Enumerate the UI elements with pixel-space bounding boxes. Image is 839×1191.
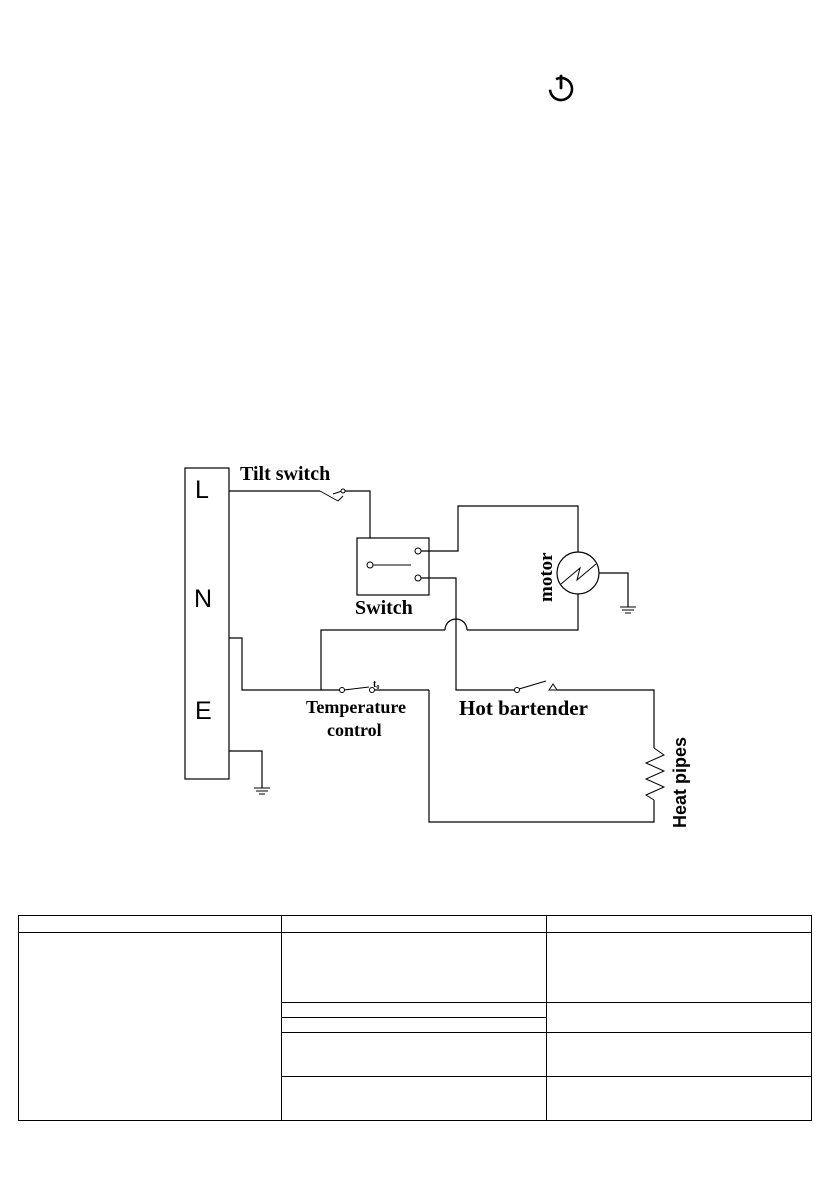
temperature-control-label-line2: control	[327, 720, 382, 740]
switch-lower-wire	[421, 577, 515, 691]
table-row	[19, 1076, 812, 1121]
table-header-row	[18, 915, 812, 933]
table-row	[18, 932, 812, 1121]
table-cell	[281, 932, 547, 1003]
power-icon	[548, 74, 574, 102]
terminal-e-label: E	[195, 697, 212, 725]
hot-bartender-wire	[557, 689, 655, 748]
table-cell	[546, 932, 812, 1003]
table-header-cell	[18, 915, 282, 933]
hot-bartender-label: Hot bartender	[459, 696, 588, 720]
table-header-cell	[546, 915, 812, 933]
temperature-symbol-label: t₀	[373, 679, 379, 690]
table-cell	[18, 932, 282, 1121]
tilt-switch-label: Tilt switch	[240, 463, 330, 485]
table-cell	[281, 1002, 547, 1018]
terminal-block	[184, 467, 230, 780]
table-cell	[546, 1032, 812, 1077]
hot-bartender-switch-symbol	[514, 680, 558, 693]
table-cell	[281, 1076, 547, 1121]
heat-pipes-symbol	[644, 747, 666, 801]
table-row	[19, 1032, 812, 1077]
motor-ground-wire	[599, 572, 629, 607]
n-wire	[229, 637, 340, 691]
table-cell	[546, 1076, 812, 1121]
motor-symbol	[556, 551, 600, 595]
motor-ground-symbol	[620, 606, 636, 614]
heat-pipes-label: Heat pipes	[670, 737, 690, 828]
wiring-diagram: L N E Tilt switch Switch motor Hot barte…	[184, 463, 690, 828]
temperature-control-symbol	[339, 686, 375, 693]
terminal-l-label: L	[195, 476, 209, 504]
tilt-switch-symbol	[319, 488, 346, 502]
table-header-cell	[281, 915, 547, 933]
motor-label: motor	[536, 552, 557, 602]
spec-table	[18, 915, 812, 1121]
heat-pipes-return-wire	[428, 690, 655, 823]
table-cell	[546, 1002, 812, 1033]
earth-ground-symbol	[254, 787, 270, 795]
switch-label: Switch	[355, 597, 413, 619]
motor-return-wire	[467, 594, 579, 631]
table-cell	[281, 1017, 547, 1033]
switch-to-motor-wire	[421, 505, 579, 552]
n-bus-wire	[320, 629, 445, 690]
e-wire	[229, 750, 263, 788]
temperature-control-label-line1: Temperature	[306, 697, 406, 717]
terminal-n-label: N	[194, 585, 212, 613]
table-cell	[281, 1032, 547, 1077]
